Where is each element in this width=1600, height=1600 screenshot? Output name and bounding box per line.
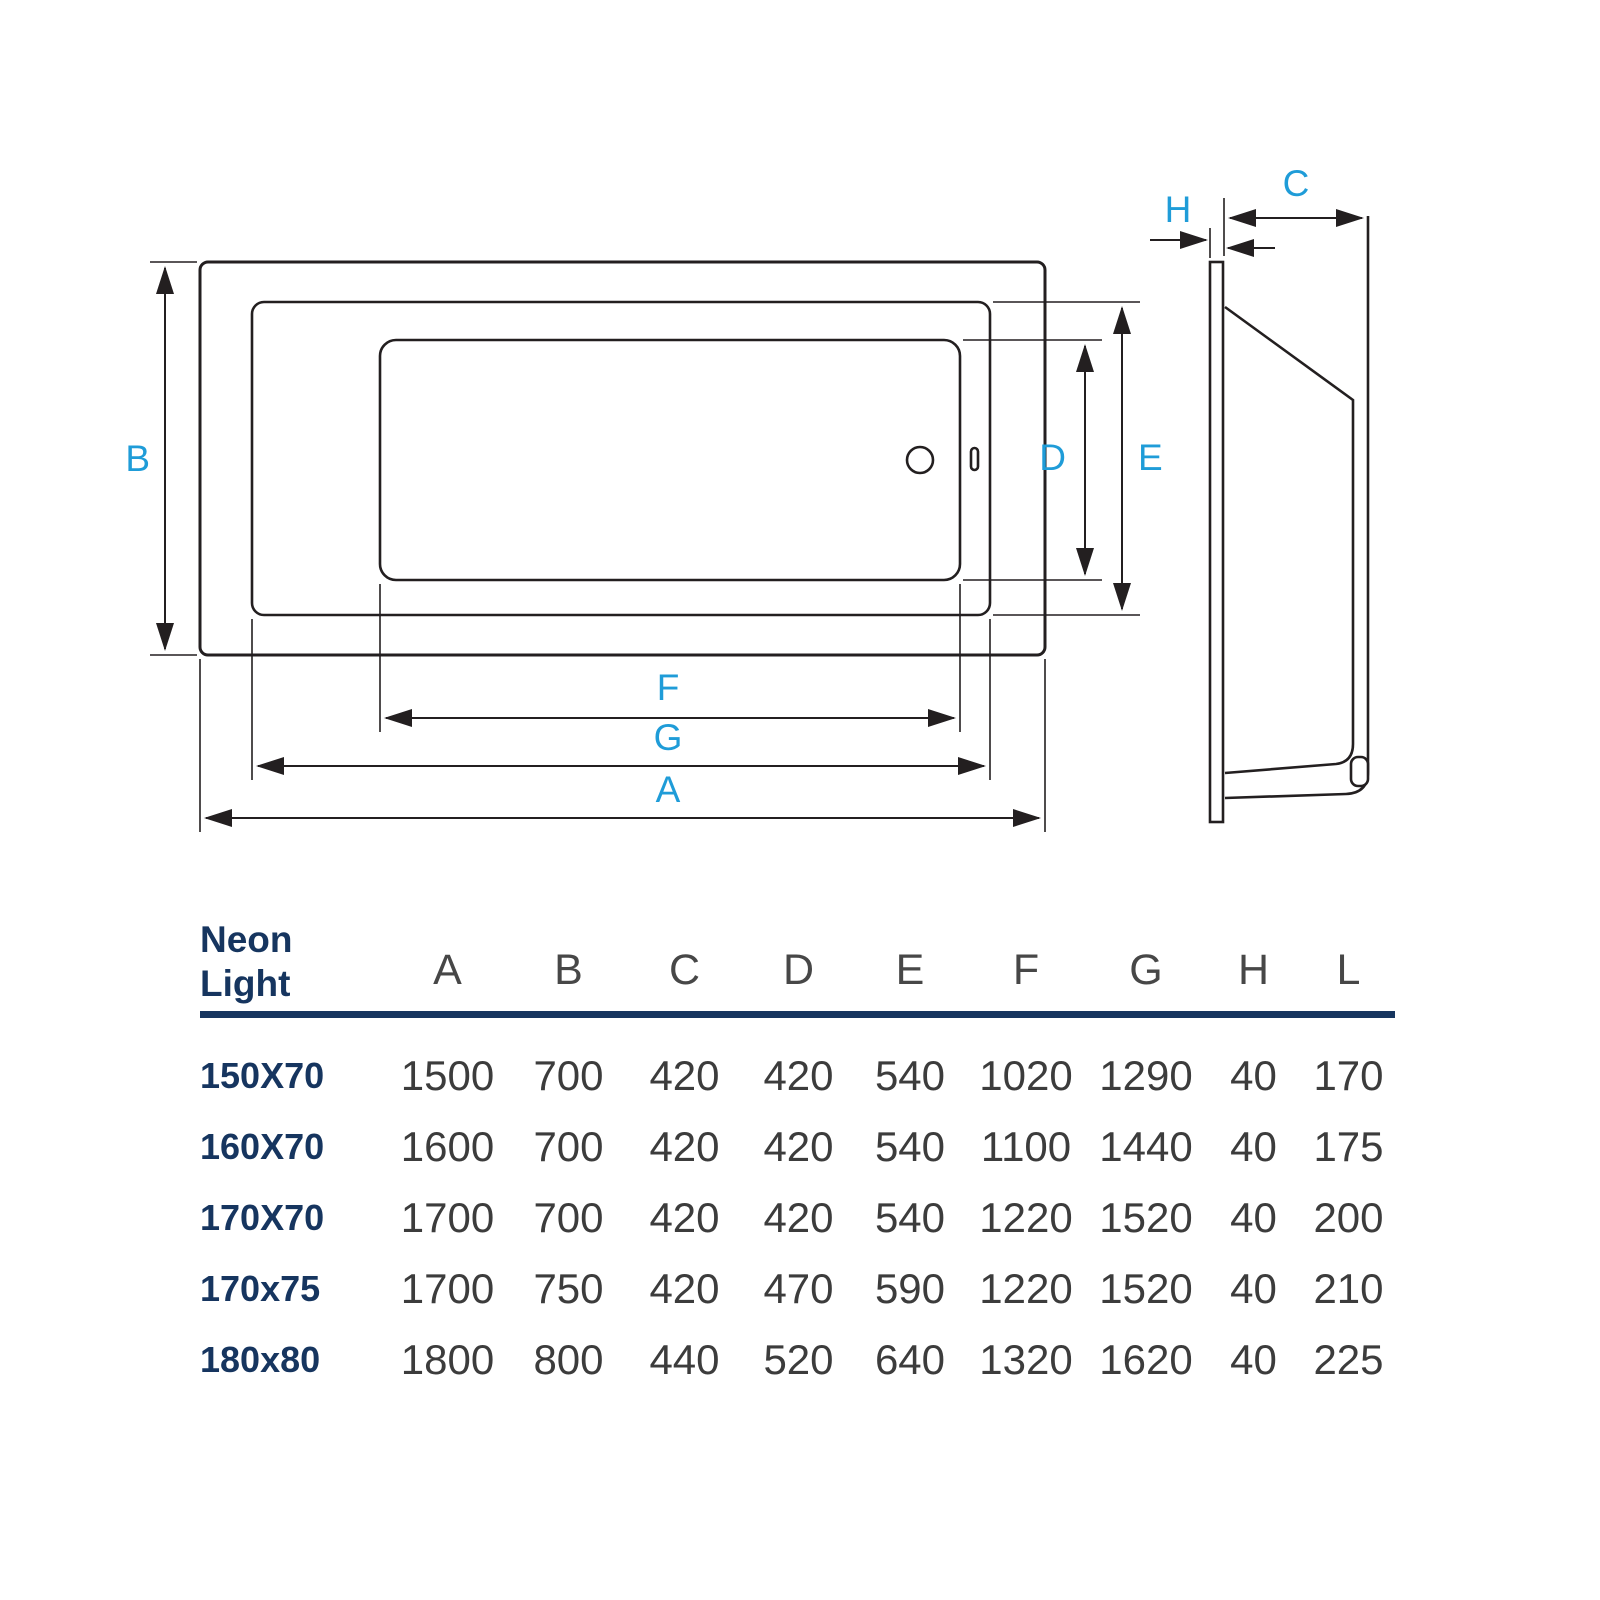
column-header-H: H <box>1237 946 1270 995</box>
header-divider <box>200 1011 1395 1019</box>
value-cell: 1320 <box>979 1335 1073 1383</box>
tub-outer-profile <box>1224 216 1370 800</box>
size-label: 180x80 <box>200 1338 321 1380</box>
value-cell: 1700 <box>400 1193 495 1241</box>
value-cell: 640 <box>874 1335 946 1383</box>
product-name-line1: Neon <box>200 919 293 960</box>
product-name: Neon Light <box>200 918 385 1005</box>
dimensions-table: Neon Light A B C D E F G H L 150X70 1500… <box>200 918 1395 1395</box>
value-cell: 590 <box>874 1264 946 1312</box>
value-cell: 750 <box>533 1264 604 1312</box>
overflow-hole <box>969 446 980 472</box>
dimension-label-C: C <box>1283 163 1310 204</box>
table-row: 160X70 1600 700 420 420 540 1100 1440 40… <box>200 1111 1395 1182</box>
drain-foot <box>1349 755 1370 788</box>
value-cell: 225 <box>1313 1335 1384 1383</box>
value-cell: 700 <box>533 1051 604 1099</box>
tub-inner-profile <box>1224 305 1355 775</box>
value-cell: 540 <box>874 1193 946 1241</box>
dimension-H: H <box>1150 189 1275 258</box>
value-cell: 470 <box>763 1264 834 1312</box>
value-cell: 1620 <box>1099 1335 1193 1383</box>
value-cell: 1700 <box>400 1264 495 1312</box>
dimension-label-D: D <box>1039 437 1066 478</box>
value-cell: 1440 <box>1099 1122 1193 1170</box>
value-cell: 540 <box>874 1122 946 1170</box>
dimension-label-E: E <box>1138 437 1163 478</box>
side-view <box>1208 216 1370 824</box>
dimension-D: D <box>963 339 1102 581</box>
value-cell: 420 <box>649 1122 720 1170</box>
value-cell: 420 <box>763 1051 834 1099</box>
value-cell: 1020 <box>979 1051 1073 1099</box>
size-label: 150X70 <box>200 1054 325 1096</box>
value-cell: 40 <box>1230 1193 1277 1241</box>
table-row: 170X70 1700 700 420 420 540 1220 1520 40… <box>200 1182 1395 1253</box>
value-cell: 1600 <box>400 1122 495 1170</box>
size-label: 170x75 <box>200 1267 321 1309</box>
value-cell: 420 <box>649 1051 720 1099</box>
dimension-label-B: B <box>125 438 150 479</box>
value-cell: 40 <box>1230 1051 1277 1099</box>
column-header-L: L <box>1336 946 1361 995</box>
column-header-F: F <box>1012 946 1040 995</box>
value-cell: 210 <box>1313 1264 1384 1312</box>
column-header-B: B <box>554 946 583 995</box>
product-name-line2: Light <box>200 962 291 1004</box>
value-cell: 170 <box>1313 1051 1384 1099</box>
value-cell: 1800 <box>400 1335 495 1383</box>
value-cell: 440 <box>649 1335 720 1383</box>
column-header-E: E <box>895 946 925 995</box>
table-row: 170x75 1700 750 420 470 590 1220 1520 40… <box>200 1253 1395 1324</box>
apron-panel <box>1208 260 1225 824</box>
table-body: 150X70 1500 700 420 420 540 1020 1290 40… <box>200 1040 1395 1395</box>
value-cell: 420 <box>763 1193 834 1241</box>
column-header-G: G <box>1129 946 1163 995</box>
column-header-A: A <box>433 946 462 995</box>
top-view <box>198 260 1047 657</box>
tub-basin <box>378 338 962 582</box>
dimension-A: A <box>199 659 1046 832</box>
dimension-F: F <box>379 584 961 732</box>
bathtub-technical-drawing: B D E F G A <box>125 163 1370 832</box>
value-cell: 200 <box>1313 1193 1384 1241</box>
table-row: 150X70 1500 700 420 420 540 1020 1290 40… <box>200 1040 1395 1111</box>
value-cell: 1100 <box>980 1122 1072 1170</box>
value-cell: 800 <box>533 1335 604 1383</box>
table-header-row: Neon Light A B C D E F G H L <box>200 918 1395 1005</box>
dimension-G: G <box>251 619 991 780</box>
size-label: 160X70 <box>200 1125 325 1167</box>
drain-hole <box>905 445 935 475</box>
value-cell: 420 <box>649 1193 720 1241</box>
value-cell: 540 <box>874 1051 946 1099</box>
value-cell: 1520 <box>1099 1264 1193 1312</box>
value-cell: 40 <box>1230 1264 1277 1312</box>
dimension-label-G: G <box>654 717 683 758</box>
value-cell: 1290 <box>1099 1051 1193 1099</box>
dimension-label-F: F <box>657 667 680 708</box>
value-cell: 1220 <box>979 1193 1073 1241</box>
value-cell: 1220 <box>979 1264 1073 1312</box>
dimension-E: E <box>993 301 1163 616</box>
value-cell: 175 <box>1313 1122 1384 1170</box>
dimension-label-H: H <box>1165 189 1192 230</box>
value-cell: 1520 <box>1099 1193 1193 1241</box>
value-cell: 700 <box>533 1193 604 1241</box>
value-cell: 520 <box>763 1335 834 1383</box>
value-cell: 1500 <box>400 1051 495 1099</box>
value-cell: 420 <box>763 1122 834 1170</box>
column-header-C: C <box>668 946 701 995</box>
value-cell: 40 <box>1230 1122 1277 1170</box>
dimension-label-A: A <box>656 769 681 810</box>
dimension-B: B <box>125 261 197 656</box>
value-cell: 700 <box>533 1122 604 1170</box>
size-label: 170X70 <box>200 1196 325 1238</box>
table-row: 180x80 1800 800 440 520 640 1320 1620 40… <box>200 1324 1395 1395</box>
dimension-C: C <box>1223 163 1364 256</box>
value-cell: 420 <box>649 1264 720 1312</box>
column-header-D: D <box>782 946 815 995</box>
value-cell: 40 <box>1230 1335 1277 1383</box>
